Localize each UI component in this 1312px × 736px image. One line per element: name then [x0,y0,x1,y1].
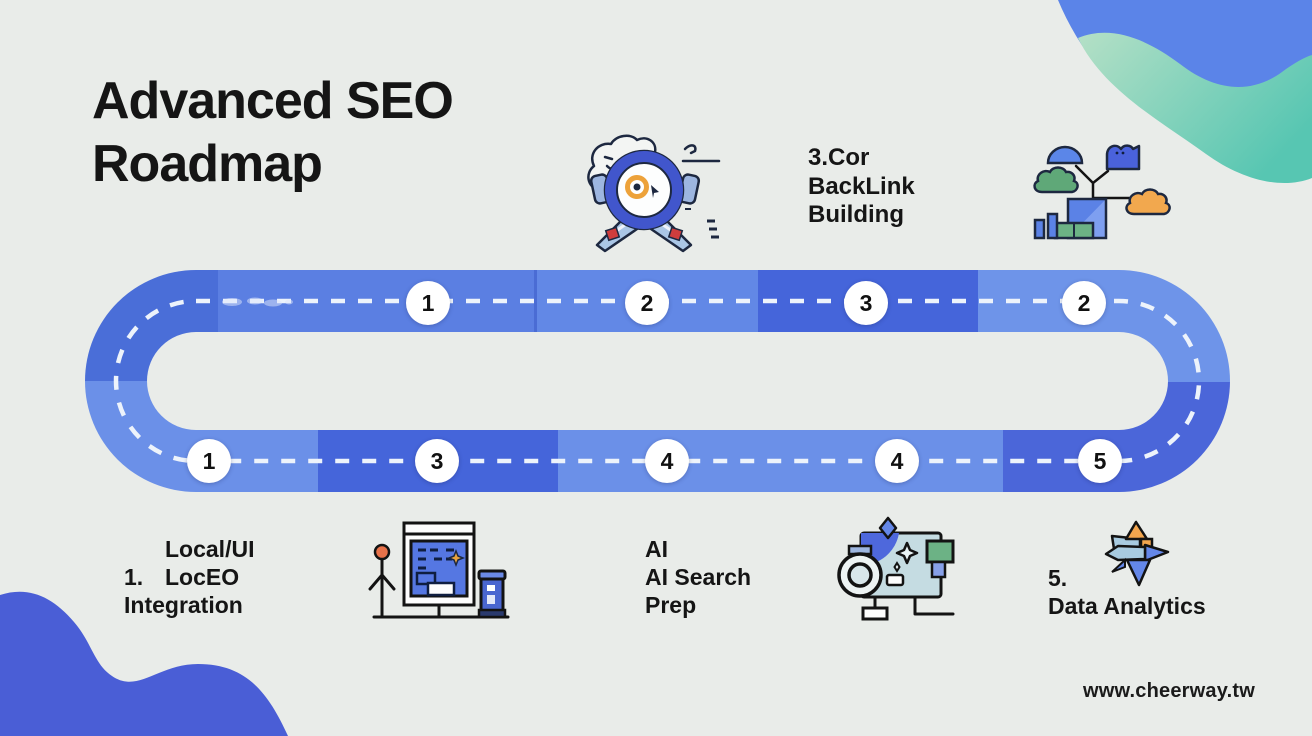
label-local-seo: Local/UI 1. LocEO Integration [124,535,254,619]
label-local-line3: Integration [124,592,243,618]
badge-number: 3 [859,289,873,316]
bottom-left-blob [0,591,288,736]
road-badge-top-3: 3 [844,281,888,325]
pinwheel-arrows-icon [1098,518,1173,593]
label-local-number: 1. [124,564,144,590]
label-backlink-building: 3.Cor BackLink Building [808,144,915,230]
label-ai-line2: AI Search [645,564,752,590]
label-backlink-line1: 3.Cor [808,144,870,171]
road-badge-top-2: 2 [625,281,669,325]
magnifier-scout-icon [585,133,725,260]
corner-wave-teal [1078,32,1312,184]
badge-number: 2 [1077,289,1091,316]
label-ai-line1: AI [645,536,668,562]
footer-website: www.cheerway.tw [1083,680,1255,702]
road-badge-bottom-2: 3 [415,439,459,483]
road-watermark [222,297,293,307]
badge-number: 4 [890,447,904,474]
label-analytics-text: Data Analytics [1048,593,1206,619]
label-analytics-number: 5. [1048,565,1068,591]
road-badge-bottom-5: 5 [1078,439,1122,483]
presentation-board-icon [368,515,518,632]
ai-machine-icon [835,515,965,628]
label-ai-search-prep: AI AI Search Prep [645,535,751,619]
badge-number: 2 [640,289,654,316]
badge-number: 1 [421,289,435,316]
road-badge-top-1: 1 [406,281,450,325]
page-title: Advanced SEO Roadmap [92,72,454,193]
label-data-analytics: 5. Data Analytics [1048,564,1206,620]
road-badge-bottom-4: 4 [875,439,919,483]
badge-number: 5 [1093,447,1107,474]
road-badge-top-4: 2 [1062,281,1106,325]
link-building-scene-icon [1028,138,1173,253]
badge-number: 4 [660,447,674,474]
road-badge-bottom-3: 4 [645,439,689,483]
label-local-line1: Local/UI [165,536,255,562]
label-ai-line3: Prep [645,592,697,618]
label-backlink-line3: Building [808,201,904,228]
road-badge-bottom-1: 1 [187,439,231,483]
label-local-line2: LocEO [165,564,240,590]
badge-number: 1 [202,447,216,474]
badge-number: 3 [430,447,444,474]
label-backlink-line2: BackLink [808,172,915,200]
